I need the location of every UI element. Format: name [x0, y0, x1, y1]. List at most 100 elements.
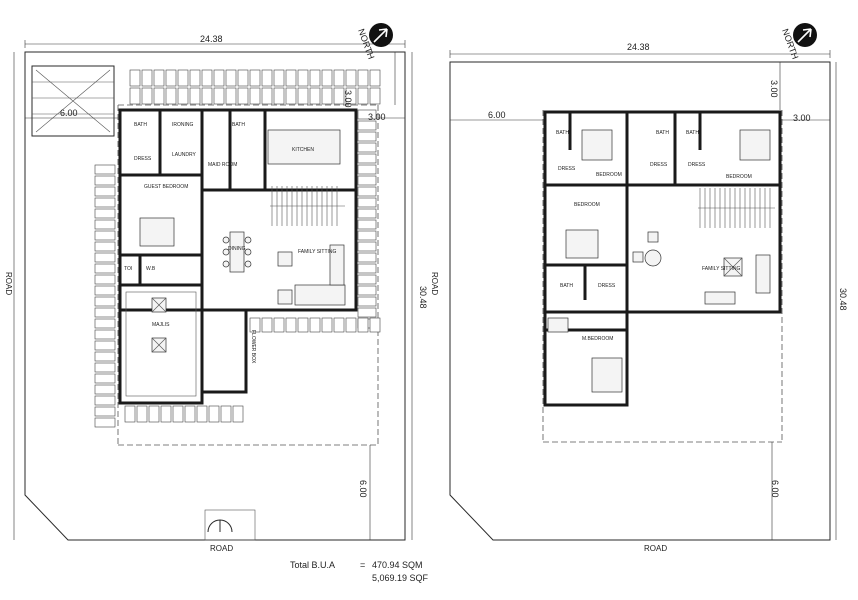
paving-tile: [208, 405, 220, 423]
ground-room-bath2: BATH: [232, 122, 245, 128]
paving-tile: [333, 87, 345, 105]
sofa: [329, 244, 345, 286]
paving-tile: [141, 87, 153, 105]
ground-room-family: FAMILY SITTING: [298, 249, 337, 255]
paving-tile: [345, 87, 357, 105]
ground-room-ironing: IRONING: [172, 122, 194, 128]
ground-bottom-setback: 6.00: [358, 480, 368, 498]
ground-room-dress: DRESS: [134, 156, 152, 162]
total-bua-label: Total B.U.A: [290, 560, 335, 570]
first-depth-dim: 30.48: [838, 288, 848, 311]
paving-tile: [225, 69, 237, 87]
paving-tile: [94, 219, 116, 230]
first-building-walls: [543, 110, 782, 314]
total-bua-sqm: 470.94 SQM: [372, 560, 423, 570]
ground-room-maid: MAID ROOM: [208, 162, 237, 168]
paving-tile: [345, 69, 357, 87]
ground-room-wb: W.B: [146, 266, 156, 272]
paving-tile: [94, 197, 116, 208]
kitchen-counter: [267, 129, 341, 165]
total-bua-sqf: 5,069.19 SQF: [372, 573, 429, 583]
parking-line: [35, 69, 111, 133]
paving-tile: [357, 109, 377, 120]
paving-tile: [357, 230, 377, 241]
gate-frame: [204, 509, 256, 541]
ground-right-setback: 3.00: [368, 112, 386, 122]
paving-tile: [309, 87, 321, 105]
paving-tile: [357, 252, 377, 263]
paving-tile: [124, 405, 136, 423]
paving-tile: [357, 186, 377, 197]
first-room-bath3: BATH: [686, 130, 699, 136]
dining-chair: [222, 236, 230, 244]
bathtub: [547, 317, 569, 333]
paving-tile: [249, 317, 261, 333]
paving-tile: [165, 87, 177, 105]
paving-tile: [357, 153, 377, 164]
paving-tile: [357, 317, 369, 333]
paving-tile: [357, 208, 377, 219]
ground-room-majlis: MAJLIS: [152, 322, 170, 328]
paving-tile: [189, 87, 201, 105]
paving-tile: [160, 405, 172, 423]
paving-tile: [333, 317, 345, 333]
paving-tile: [129, 87, 141, 105]
paving-tile: [225, 87, 237, 105]
ground-entry-walls: [200, 308, 248, 394]
paving-tile: [357, 69, 369, 87]
paving-tile: [357, 307, 377, 318]
ground-gate: [207, 519, 233, 533]
paving-tile: [148, 405, 160, 423]
paving-tile: [94, 406, 116, 417]
paving-tile: [94, 274, 116, 285]
paving-tile: [94, 241, 116, 252]
paving-tile: [94, 186, 116, 197]
first-road-bottom: ROAD: [644, 544, 667, 553]
paving-tile: [220, 405, 232, 423]
paving-tile: [357, 219, 377, 230]
paving-tile: [357, 142, 377, 153]
ground-front-setback: 6.00: [60, 108, 78, 118]
first-right-setback: 3.00: [793, 113, 811, 123]
paving-tile: [237, 69, 249, 87]
paving-tile: [369, 87, 381, 105]
paving-tile: [273, 317, 285, 333]
first-room-bath4: BATH: [560, 283, 573, 289]
paving-tile: [213, 87, 225, 105]
ground-room-kitchen: KITCHEN: [292, 147, 314, 153]
paving-tile: [357, 197, 377, 208]
paving-tile: [297, 87, 309, 105]
first-rear-setback: 3.00: [769, 80, 779, 98]
first-plot-boundary: [449, 61, 831, 541]
paving-tile: [177, 69, 189, 87]
paving-tile: [94, 230, 116, 241]
paving-tile: [94, 417, 116, 428]
first-room-bedroom3: BEDROOM: [574, 202, 600, 208]
paving-tile: [213, 69, 225, 87]
first-room-dress3: DRESS: [688, 162, 706, 168]
paving-tile: [94, 362, 116, 373]
paving-tile: [172, 405, 184, 423]
paving-tile: [357, 131, 377, 142]
paving-tile: [357, 87, 369, 105]
paving-tile: [94, 329, 116, 340]
ground-rear-setback: 3.00: [343, 90, 353, 108]
sofa: [294, 284, 346, 306]
guest-bed: [139, 217, 175, 247]
sofa: [704, 291, 736, 305]
ground-room-guest: GUEST BEDROOM: [144, 184, 188, 190]
chair: [632, 251, 644, 263]
first-room-bedroom1: BEDROOM: [596, 172, 622, 178]
table-mark: [723, 257, 743, 277]
paving-tile: [94, 175, 116, 186]
dining-chair: [244, 260, 252, 268]
paving-tile: [136, 405, 148, 423]
paving-tile: [285, 317, 297, 333]
first-bottom-setback: 6.00: [770, 480, 780, 498]
ground-room-laundry: LAUNDRY: [172, 152, 196, 158]
paving-tile: [94, 395, 116, 406]
paving-tile: [309, 69, 321, 87]
paving-tile: [297, 317, 309, 333]
table-mark: [151, 297, 167, 313]
